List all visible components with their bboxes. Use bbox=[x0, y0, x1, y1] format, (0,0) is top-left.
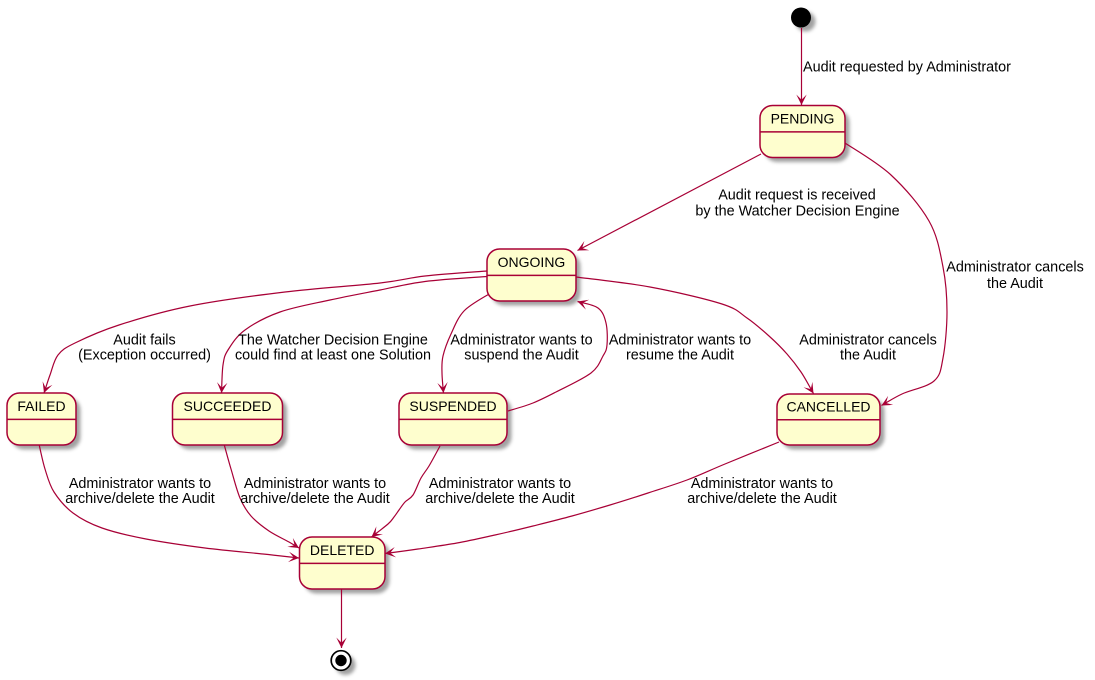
svg-text:resume the Audit: resume the Audit bbox=[626, 348, 734, 364]
svg-text:PENDING: PENDING bbox=[771, 111, 835, 127]
svg-text:suspend the Audit: suspend the Audit bbox=[464, 348, 578, 364]
svg-text:SUSPENDED: SUSPENDED bbox=[409, 398, 496, 414]
svg-text:(Exception occurred): (Exception occurred) bbox=[78, 348, 211, 364]
svg-text:archive/delete the Audit: archive/delete the Audit bbox=[240, 491, 390, 507]
svg-text:the Audit: the Audit bbox=[987, 276, 1043, 292]
svg-text:DELETED: DELETED bbox=[310, 542, 375, 558]
svg-text:Administrator wants to: Administrator wants to bbox=[691, 476, 833, 492]
svg-text:CANCELLED: CANCELLED bbox=[786, 399, 870, 415]
svg-text:by the Watcher Decision Engine: by the Watcher Decision Engine bbox=[695, 204, 899, 220]
svg-text:Administrator wants to: Administrator wants to bbox=[244, 476, 386, 492]
svg-text:archive/delete the Audit: archive/delete the Audit bbox=[687, 491, 837, 507]
svg-text:Audit request is received: Audit request is received bbox=[718, 188, 876, 204]
svg-text:Administrator cancels: Administrator cancels bbox=[799, 332, 937, 348]
svg-text:Administrator wants to: Administrator wants to bbox=[450, 332, 592, 348]
svg-text:Audit requested by Administrat: Audit requested by Administrator bbox=[803, 59, 1011, 75]
svg-text:The Watcher Decision Engine: The Watcher Decision Engine bbox=[238, 332, 428, 348]
svg-text:could find at least one Soluti: could find at least one Solution bbox=[235, 348, 431, 364]
svg-text:Administrator wants to: Administrator wants to bbox=[69, 476, 211, 492]
svg-text:ONGOING: ONGOING bbox=[498, 254, 566, 270]
svg-text:SUCCEEDED: SUCCEEDED bbox=[184, 398, 272, 414]
svg-text:archive/delete the Audit: archive/delete the Audit bbox=[65, 491, 215, 507]
svg-text:Audit fails: Audit fails bbox=[113, 332, 175, 348]
svg-text:Administrator wants to: Administrator wants to bbox=[609, 332, 751, 348]
svg-text:FAILED: FAILED bbox=[17, 398, 65, 414]
svg-text:Administrator wants to: Administrator wants to bbox=[429, 476, 571, 492]
svg-text:archive/delete the Audit: archive/delete the Audit bbox=[425, 491, 575, 507]
svg-text:Administrator cancels: Administrator cancels bbox=[946, 260, 1084, 276]
svg-text:the Audit: the Audit bbox=[840, 348, 896, 364]
